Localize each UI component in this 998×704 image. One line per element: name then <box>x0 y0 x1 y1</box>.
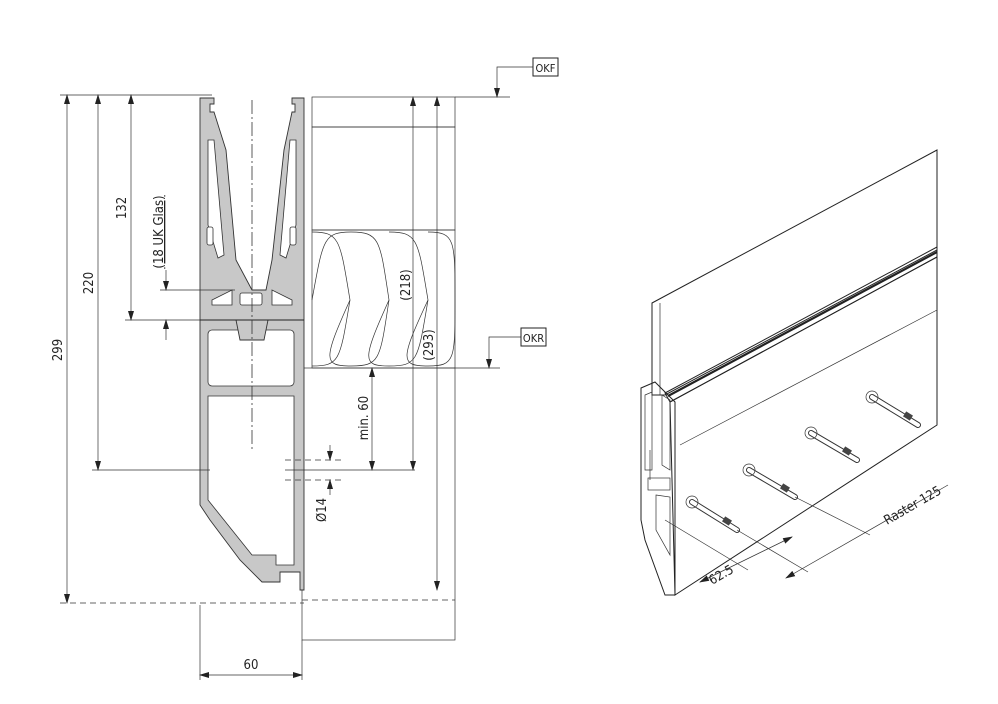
drawing-stroke <box>311 231 351 367</box>
drawing-stroke <box>644 391 653 471</box>
drawing-stroke <box>206 226 214 246</box>
profile-end <box>640 381 676 596</box>
drawing-stroke <box>690 500 739 532</box>
dim-hole-diameter: Ø14 <box>315 498 330 522</box>
dim-floor-to-bottom: (293) <box>422 329 437 360</box>
drawing-stroke <box>207 395 295 566</box>
drawing-stroke <box>870 395 920 427</box>
level-marker-okf: OKF <box>532 57 559 77</box>
drawing-stroke <box>865 390 879 404</box>
drawing-stroke <box>903 411 913 421</box>
drawing-stroke <box>747 468 797 499</box>
dim-glass-note: (18 UK Glas) <box>152 195 167 268</box>
floor-covering <box>311 96 456 128</box>
drawing-stroke <box>722 516 732 526</box>
glass-panel <box>651 149 938 396</box>
anchor-bolt-2 <box>742 463 798 500</box>
drawing-stroke <box>842 446 852 456</box>
drawing-stroke <box>520 327 547 347</box>
drawing-stroke <box>311 231 352 301</box>
drawing-stroke <box>647 477 671 491</box>
drawing-stroke <box>742 463 756 477</box>
dim-min-embed: min. 60 <box>357 396 372 440</box>
anchor-bolt-1 <box>685 495 740 533</box>
dim-spacing: Raster 125 <box>882 484 945 529</box>
drawing-stroke <box>655 494 671 557</box>
drawing-stroke <box>532 57 559 77</box>
drawing-stroke <box>809 431 859 462</box>
dim-floor-to-anchor: (218) <box>399 269 414 300</box>
drawing-stroke <box>239 292 263 306</box>
dim-glass-depth: 132 <box>115 197 130 219</box>
okr-label: OKR <box>523 332 544 345</box>
isometric-view: 62.5 Raster 125 <box>640 149 949 596</box>
okf-label: OKF <box>536 62 556 75</box>
drawing-stroke <box>780 483 790 493</box>
profile-face <box>669 256 938 596</box>
floor-buildup <box>301 96 456 641</box>
anchor-bolt-3 <box>804 426 860 463</box>
aluminium-profile <box>199 97 305 591</box>
drawing-stroke <box>685 495 699 509</box>
drawing-stroke <box>794 496 871 536</box>
drawing-stroke <box>679 309 938 446</box>
screed-layer <box>311 126 456 231</box>
dimension-lines <box>60 66 533 680</box>
drawing-stroke <box>699 536 793 583</box>
drawing-stroke <box>804 426 818 440</box>
dim-anchor-height: 220 <box>82 272 97 294</box>
drawing-stroke <box>486 336 521 369</box>
drawing-stroke <box>329 231 390 367</box>
drawing-stroke <box>211 289 233 306</box>
dim-profile-width: 60 <box>244 658 259 673</box>
drawing-stroke <box>289 226 297 246</box>
drawing-stroke <box>494 66 533 98</box>
drawing-stroke <box>736 529 809 573</box>
anchor-bolt-4 <box>865 390 921 428</box>
dim-total-height: 299 <box>51 339 66 361</box>
drawing-stroke <box>271 289 293 306</box>
drawing-stroke <box>661 394 671 471</box>
drawing-stroke <box>785 484 949 579</box>
level-marker-okr: OKR <box>520 327 547 347</box>
drawing-stroke <box>667 251 938 397</box>
